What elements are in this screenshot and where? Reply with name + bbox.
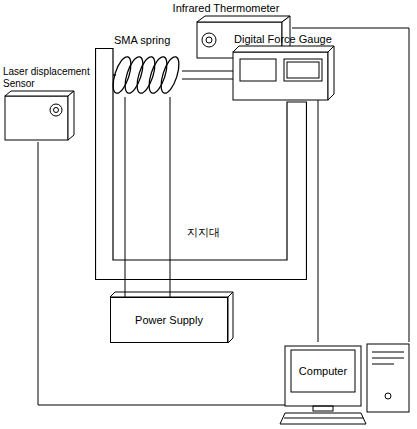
signal-line xyxy=(125,97,126,297)
device-top xyxy=(197,16,290,22)
gauge-screen xyxy=(287,62,319,78)
node-label: Infrared Thermometer xyxy=(160,2,292,14)
node-label: Power Supply xyxy=(111,298,227,342)
lens xyxy=(50,104,62,116)
support-frame: 지지대 xyxy=(95,48,307,280)
signal-line xyxy=(318,100,319,342)
node-label: Digital Force Gauge xyxy=(234,33,338,45)
lens xyxy=(54,108,59,113)
drive-slot xyxy=(372,364,394,365)
lens xyxy=(206,37,212,43)
node-label: Computer xyxy=(291,350,355,392)
gauge-screen xyxy=(240,59,276,81)
signal-line xyxy=(170,97,171,297)
laser-sensor-node: Laser displacement Sensor xyxy=(3,66,95,142)
device-side xyxy=(228,292,233,343)
gauge-screen xyxy=(284,59,322,81)
coil-turn xyxy=(133,55,158,95)
signal-line xyxy=(182,71,233,79)
coil-turn xyxy=(121,55,146,95)
signal-line xyxy=(292,28,409,342)
thermometer-node: Infrared Thermometer xyxy=(160,2,292,60)
drive-slot xyxy=(372,358,404,359)
device-top xyxy=(5,91,74,96)
monitor-screen xyxy=(291,350,355,392)
lens xyxy=(202,33,216,47)
coil-turn xyxy=(145,55,170,95)
computer-node: Computer xyxy=(283,342,413,426)
force-gauge-device xyxy=(233,46,334,100)
power-supply-faces xyxy=(110,292,233,343)
device-front xyxy=(5,96,68,140)
keyboard-row xyxy=(284,418,363,419)
computer-device xyxy=(280,344,409,424)
node-label: Laser displacement Sensor xyxy=(3,66,95,90)
spring-coil xyxy=(109,55,182,95)
device-front xyxy=(233,52,328,100)
coil-turn xyxy=(157,55,182,95)
keyboard xyxy=(280,413,366,424)
drive-slot xyxy=(372,352,404,353)
spring-node: SMA spring xyxy=(112,34,182,97)
node-label: 지지대 xyxy=(173,226,233,238)
device-side xyxy=(328,46,334,100)
device-side xyxy=(68,91,74,140)
node-label: SMA spring xyxy=(114,34,182,46)
frame-path xyxy=(96,49,307,280)
monitor-stand xyxy=(313,406,333,411)
power-button xyxy=(385,393,391,399)
monitor xyxy=(285,346,361,406)
tower xyxy=(367,344,409,412)
laser-device xyxy=(5,91,74,140)
signal-line xyxy=(38,142,285,405)
device-top xyxy=(233,46,334,52)
frame-outline xyxy=(95,48,307,280)
force-gauge-node: Digital Force Gauge xyxy=(230,33,336,100)
power-supply-box: Power Supply xyxy=(110,297,228,343)
